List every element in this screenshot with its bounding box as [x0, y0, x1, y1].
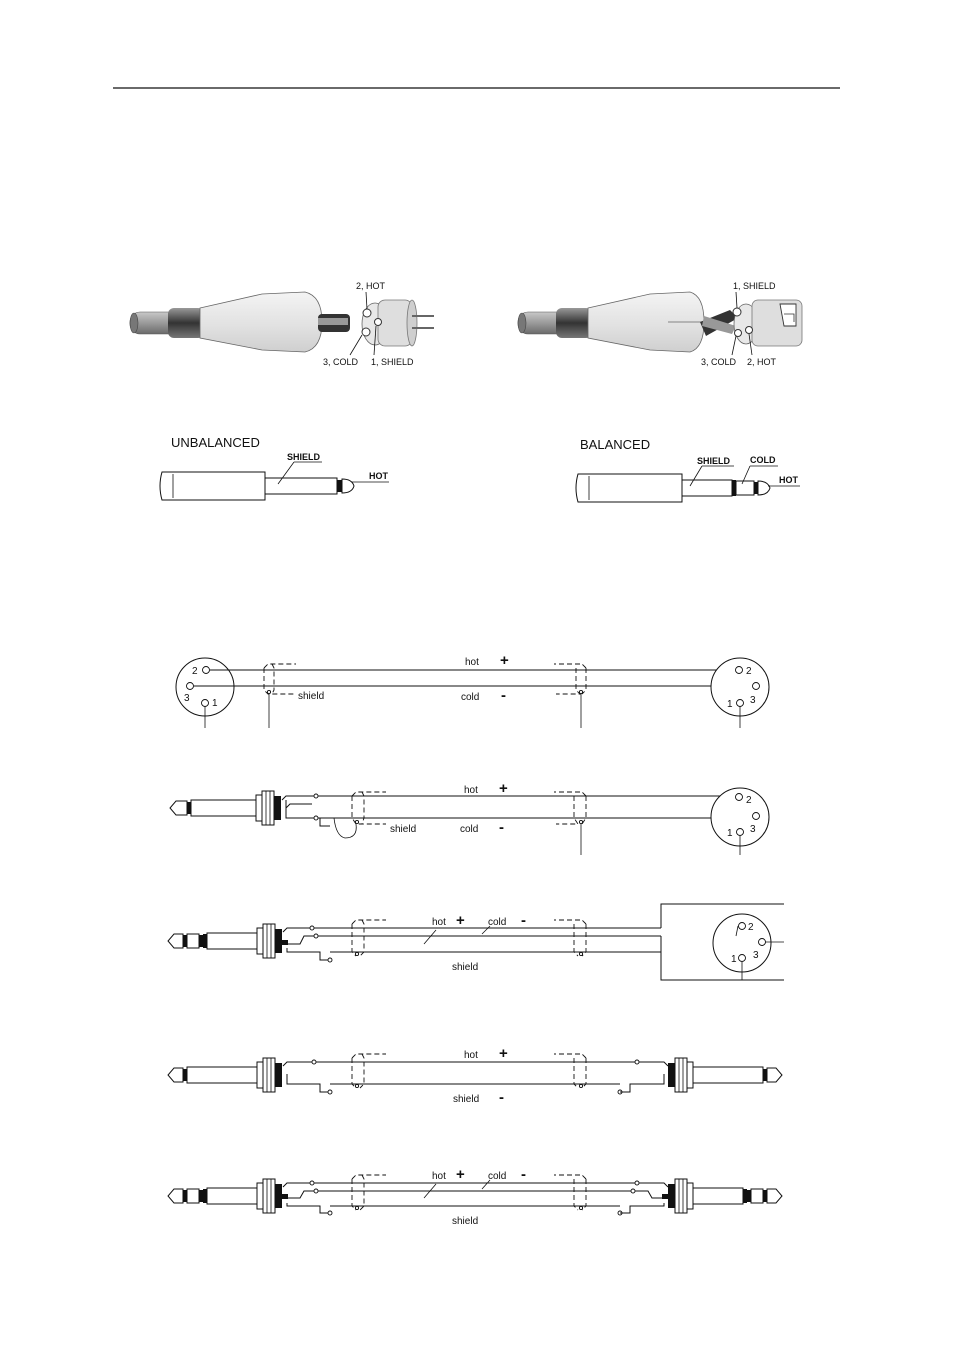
- unbalanced-hot-label: HOT: [369, 471, 389, 481]
- c2-hot: hot: [464, 785, 478, 796]
- plug-sleeve: [207, 933, 257, 949]
- jack-sleeve: [682, 480, 732, 496]
- cable-stereo-jack-to-stereo-jack: hot + cold - shield: [168, 1166, 782, 1227]
- pin-1-solder: [375, 319, 382, 326]
- pin-2-solder: [363, 309, 371, 317]
- balanced-shield-label: SHIELD: [697, 456, 731, 466]
- jack-body: [160, 472, 265, 500]
- label-2-hot: 2, HOT: [747, 357, 777, 367]
- c4-shield: shield: [453, 1094, 479, 1105]
- jack-ring-band-1: [732, 480, 736, 496]
- c1-hot: hot: [465, 657, 479, 668]
- c3-cold: cold: [488, 917, 506, 928]
- svg-text:3: 3: [753, 950, 759, 961]
- plug-tip-right: [767, 1189, 782, 1203]
- xlr-female-plug: 1, SHIELD 3, COLD 2, HOT: [518, 281, 802, 367]
- label-3-cold: 3, COLD: [323, 357, 359, 367]
- cable-braid: [168, 308, 204, 338]
- pin-3-solder: [362, 328, 370, 336]
- jack-tip: [342, 479, 354, 493]
- c2-plus: +: [499, 780, 508, 797]
- plug-tip-right: [767, 1068, 782, 1082]
- cable-braid: [556, 308, 592, 338]
- plug-collar: [256, 795, 262, 821]
- plug-tip: [168, 934, 183, 948]
- plug-collar: [257, 928, 263, 954]
- c1-minus: -: [501, 687, 506, 704]
- balanced-hot-label: HOT: [779, 475, 799, 485]
- svg-text:2: 2: [748, 922, 754, 933]
- c4-hot: hot: [464, 1050, 478, 1061]
- svg-text:2: 2: [746, 795, 752, 806]
- label-3-cold: 3, COLD: [701, 357, 737, 367]
- pin-2-solder: [746, 327, 753, 334]
- jack-ring: [736, 481, 754, 495]
- jack-ring: [337, 480, 342, 492]
- pin-3-solder: [735, 330, 742, 337]
- plug-boot: [200, 292, 322, 352]
- svg-text:3: 3: [750, 695, 756, 706]
- c4-minus: -: [499, 1089, 504, 1106]
- jack-sleeve: [265, 478, 337, 494]
- balanced-title: BALANCED: [580, 437, 650, 452]
- balanced-cold-label: COLD: [750, 455, 776, 465]
- inner-wire-grey: [318, 318, 348, 325]
- jack-ring-band-2: [754, 482, 758, 494]
- cable-stereo-jack-to-xlr: hot + cold - shield 2 1 3: [168, 904, 784, 980]
- c5-shield: shield: [452, 1216, 478, 1227]
- svg-text:3: 3: [184, 693, 190, 704]
- plug-tip-left: [168, 1189, 183, 1203]
- svg-text:3: 3: [750, 824, 756, 835]
- svg-text:1: 1: [731, 954, 737, 965]
- balanced-jack: BALANCED SHIELD COLD HOT: [576, 437, 800, 502]
- plug-tip-left: [168, 1068, 183, 1082]
- c5-minus: -: [521, 1166, 526, 1183]
- svg-text:1: 1: [212, 698, 218, 709]
- plug-tip: [170, 801, 187, 815]
- c5-hot: hot: [432, 1171, 446, 1182]
- label-1-shield: 1, SHIELD: [371, 357, 414, 367]
- c3-plus: +: [456, 912, 465, 929]
- c2-cold: cold: [460, 824, 478, 835]
- cable-mono-jack-to-xlr: hot + shield cold - 2 1 3: [170, 780, 769, 855]
- unbalanced-shield-label: SHIELD: [287, 452, 321, 462]
- cable-end: [518, 313, 526, 333]
- unbalanced-jack: UNBALANCED SHIELD HOT: [160, 435, 389, 500]
- jack-body: [576, 474, 682, 502]
- c2-shield: shield: [390, 824, 416, 835]
- cable-xlr-to-xlr: 2 3 1 hot + cold - shield 2 1 3: [176, 652, 769, 728]
- label-2-hot: 2, HOT: [356, 281, 386, 291]
- svg-text:2: 2: [746, 666, 752, 677]
- svg-text:1: 1: [727, 699, 733, 710]
- jack-tip: [758, 481, 770, 495]
- plug-sleeve: [191, 800, 256, 816]
- unbalanced-title: UNBALANCED: [171, 435, 260, 450]
- c3-hot: hot: [432, 917, 446, 928]
- c3-minus: -: [521, 912, 526, 929]
- label-1-shield: 1, SHIELD: [733, 281, 776, 291]
- cable-end: [130, 313, 138, 333]
- c3-shield: shield: [452, 962, 478, 973]
- c1-plus: +: [500, 652, 509, 669]
- svg-text:1: 1: [727, 828, 733, 839]
- c2-minus: -: [499, 819, 504, 836]
- c1-cold: cold: [461, 692, 479, 703]
- cable-mono-jack-to-mono-jack: hot + shield -: [168, 1045, 782, 1106]
- c1-shield: shield: [298, 691, 324, 702]
- c5-plus: +: [456, 1166, 465, 1183]
- xlr-male-plug: 2, HOT 3, COLD 1, SHIELD: [130, 281, 434, 367]
- pin-1-solder: [733, 308, 741, 316]
- c4-plus: +: [499, 1045, 508, 1062]
- svg-text:2: 2: [192, 666, 198, 677]
- c5-cold: cold: [488, 1171, 506, 1182]
